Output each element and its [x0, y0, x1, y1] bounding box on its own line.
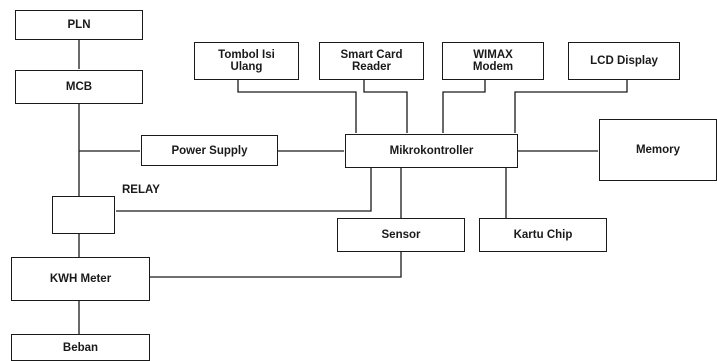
- relay-label: RELAY: [122, 184, 160, 196]
- lcd-display-block: LCD Display: [568, 42, 680, 80]
- pln-block: PLN: [15, 10, 143, 40]
- power-supply-block: Power Supply: [141, 135, 278, 166]
- wimax-modem-block: WIMAX Modem: [442, 42, 544, 80]
- relay-block: [52, 196, 115, 234]
- memory-block: Memory: [599, 119, 717, 181]
- beban-block: Beban: [11, 334, 150, 361]
- sensor-block: Sensor: [337, 218, 465, 252]
- smart-card-reader-block: Smart Card Reader: [319, 42, 424, 80]
- tombol-isi-ulang-block: Tombol Isi Ulang: [194, 42, 299, 80]
- wire-mikrokontroller-to-relay: [116, 166, 372, 212]
- wire-wimax-to-mikrokontroller: [442, 80, 486, 133]
- kartu-chip-block: Kartu Chip: [479, 218, 607, 252]
- wire-smartcard-to-mikrokontroller: [363, 80, 408, 133]
- mikrokontroller-block: Mikrokontroller: [345, 134, 518, 168]
- wire-kwh-to-sensor: [150, 252, 402, 278]
- wire-mikrokontroller-to-lcd: [514, 80, 628, 133]
- wire-tombol-to-mikrokontroller: [237, 80, 357, 133]
- kwh-meter-block: KWH Meter: [11, 257, 150, 301]
- mcb-block: MCB: [15, 70, 143, 104]
